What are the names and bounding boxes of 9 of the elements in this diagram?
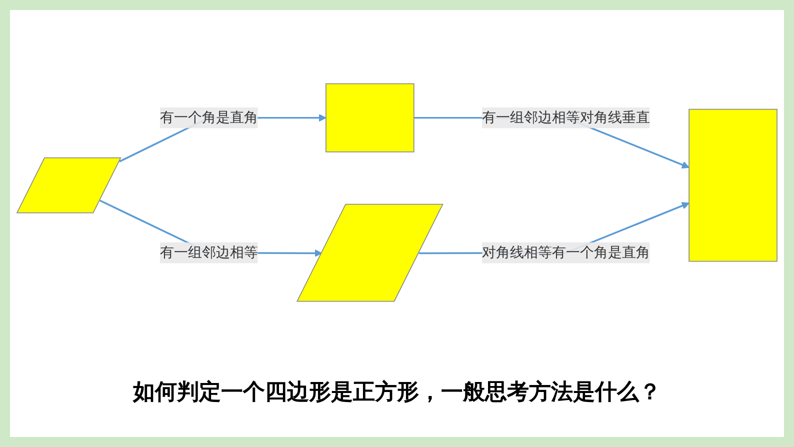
edge-label: 对角线相等有一个角是直角 — [482, 244, 650, 261]
edge-label: 有一个角是直角 — [160, 109, 258, 126]
edge-label: 有一组邻边相等对角线垂直 — [482, 109, 650, 126]
question-caption: 如何判定一个四边形是正方形，一般思考方法是什么？ — [133, 378, 661, 407]
node-parallelogram — [16, 157, 122, 214]
edge-label: 有一组邻边相等 — [160, 244, 258, 261]
node-box — [326, 83, 414, 152]
node-parallelogram — [296, 204, 444, 302]
node-box — [688, 108, 778, 262]
